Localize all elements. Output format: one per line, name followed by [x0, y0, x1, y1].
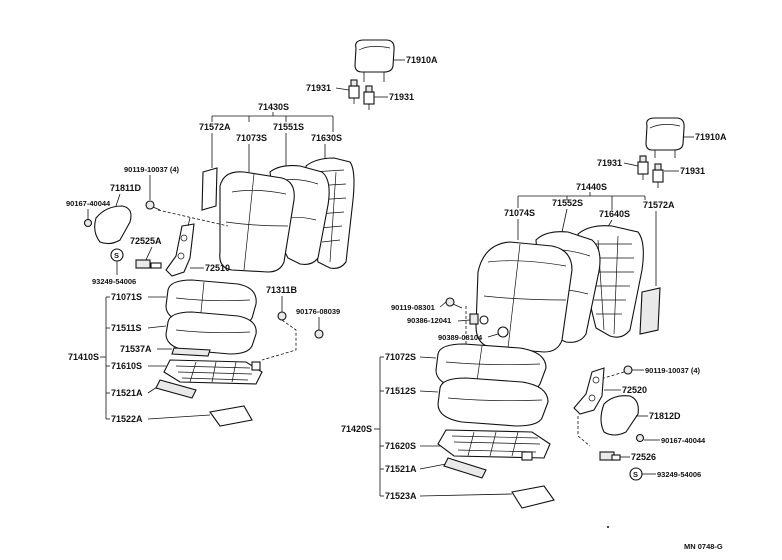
label-72526: 72526 — [631, 452, 656, 462]
screw-right — [635, 433, 645, 443]
s-marker-right: S — [629, 467, 643, 481]
seatback-cover-left — [219, 171, 295, 273]
label-72520: 72520 — [622, 385, 647, 395]
label-90386-12041: 90386-12041 — [407, 316, 451, 325]
trim-strip-right — [639, 287, 661, 335]
label-90119-10037-left: 90119-10037 (4) — [124, 165, 180, 174]
trim-strip-left — [201, 167, 218, 211]
label-71931-b: 71931 — [389, 92, 414, 102]
cover-panel-71522A — [209, 405, 253, 427]
label-71073S: 71073S — [236, 133, 267, 143]
seat-frame-right — [437, 429, 551, 461]
headrest-support-c — [637, 155, 649, 180]
label-71552S: 71552S — [552, 198, 583, 208]
label-90167-40044-right: 90167-40044 — [661, 436, 706, 445]
label-71620S: 71620S — [385, 441, 416, 451]
label-71072S: 71072S — [385, 352, 416, 362]
label-93249-54006-right: 93249-54006 — [657, 470, 701, 479]
seat-cushion-pad-right — [437, 377, 549, 427]
trim-strip-71521A-left — [155, 379, 197, 399]
label-90389-08104: 90389-08104 — [438, 333, 483, 342]
label-72510: 72510 — [205, 263, 230, 273]
lever-72525A — [135, 259, 162, 269]
label-71931-a: 71931 — [306, 83, 331, 93]
bolt-left — [145, 200, 161, 211]
side-shield-left — [94, 205, 132, 245]
recliner-bracket-left — [165, 217, 195, 277]
headrest-support-d — [652, 163, 664, 188]
seatback-cover-right — [475, 241, 573, 353]
label-71512S: 71512S — [385, 386, 416, 396]
label-71420S: 71420S — [341, 424, 372, 434]
label-71910A-right: 71910A — [695, 132, 727, 142]
label-71910A: 71910A — [406, 55, 438, 65]
headrest-support-a — [348, 79, 360, 104]
svg-text:S: S — [114, 251, 119, 260]
label-71811D: 71811D — [110, 183, 142, 193]
label-93249-54006-left: 93249-54006 — [92, 277, 136, 286]
label-71522A: 71522A — [111, 414, 143, 424]
headrest-right — [645, 117, 685, 158]
cover-panel-71523A — [511, 485, 555, 509]
label-71640S: 71640S — [599, 209, 630, 219]
label-71931-c: 71931 — [597, 158, 622, 168]
label-71572A-left: 71572A — [199, 122, 231, 132]
svg-text:S: S — [633, 470, 638, 479]
label-71440S: 71440S — [576, 182, 607, 192]
label-90119-10037-right: 90119-10037 (4) — [645, 366, 701, 375]
label-71931-d: 71931 — [680, 166, 705, 176]
recliner-bracket-right — [573, 367, 605, 415]
label-71610S: 71610S — [111, 361, 142, 371]
label-71812D: 71812D — [649, 411, 681, 421]
label-71521A-left: 71521A — [111, 388, 143, 398]
label-90176-08039: 90176-08039 — [296, 307, 340, 316]
seat-frame-left — [163, 359, 263, 385]
trim-strip-71521A-right — [443, 457, 487, 479]
label-71511S: 71511S — [111, 323, 142, 333]
label-71071S: 71071S — [111, 292, 142, 302]
bolt-90176 — [314, 329, 324, 339]
side-shield-right — [600, 395, 639, 436]
label-90167-40044-left: 90167-40044 — [66, 199, 111, 208]
label-71523A: 71523A — [385, 491, 417, 501]
diagram-code: MN 0748-G — [684, 542, 723, 551]
label-90119-08301: 90119-08301 — [391, 303, 435, 312]
label-71430S: 71430S — [258, 102, 289, 112]
label-71572A-right: 71572A — [643, 200, 675, 210]
seat-cushion-pad-left — [165, 311, 257, 355]
label-71074S: 71074S — [504, 208, 535, 218]
headrest-top — [354, 39, 395, 82]
label-71410S: 71410S — [68, 352, 99, 362]
nut-71311B — [277, 311, 287, 321]
headrest-support-b — [363, 85, 375, 110]
lever-72526 — [599, 451, 621, 461]
pad-71537A-left — [171, 347, 211, 357]
label-71630S: 71630S — [311, 133, 342, 143]
bolt-90119-08301 — [445, 297, 455, 307]
label-71521A-right: 71521A — [385, 464, 417, 474]
bushing-90389 — [497, 326, 509, 338]
label-71537A: 71537A — [120, 344, 152, 354]
label-71311B: 71311B — [266, 285, 298, 295]
screw-left — [83, 218, 93, 228]
bolt-right — [623, 365, 633, 375]
label-71551S: 71551S — [273, 122, 304, 132]
bushing-90386 — [469, 313, 489, 325]
label-72525A: 72525A — [130, 236, 162, 246]
s-marker-left: S — [110, 248, 124, 262]
